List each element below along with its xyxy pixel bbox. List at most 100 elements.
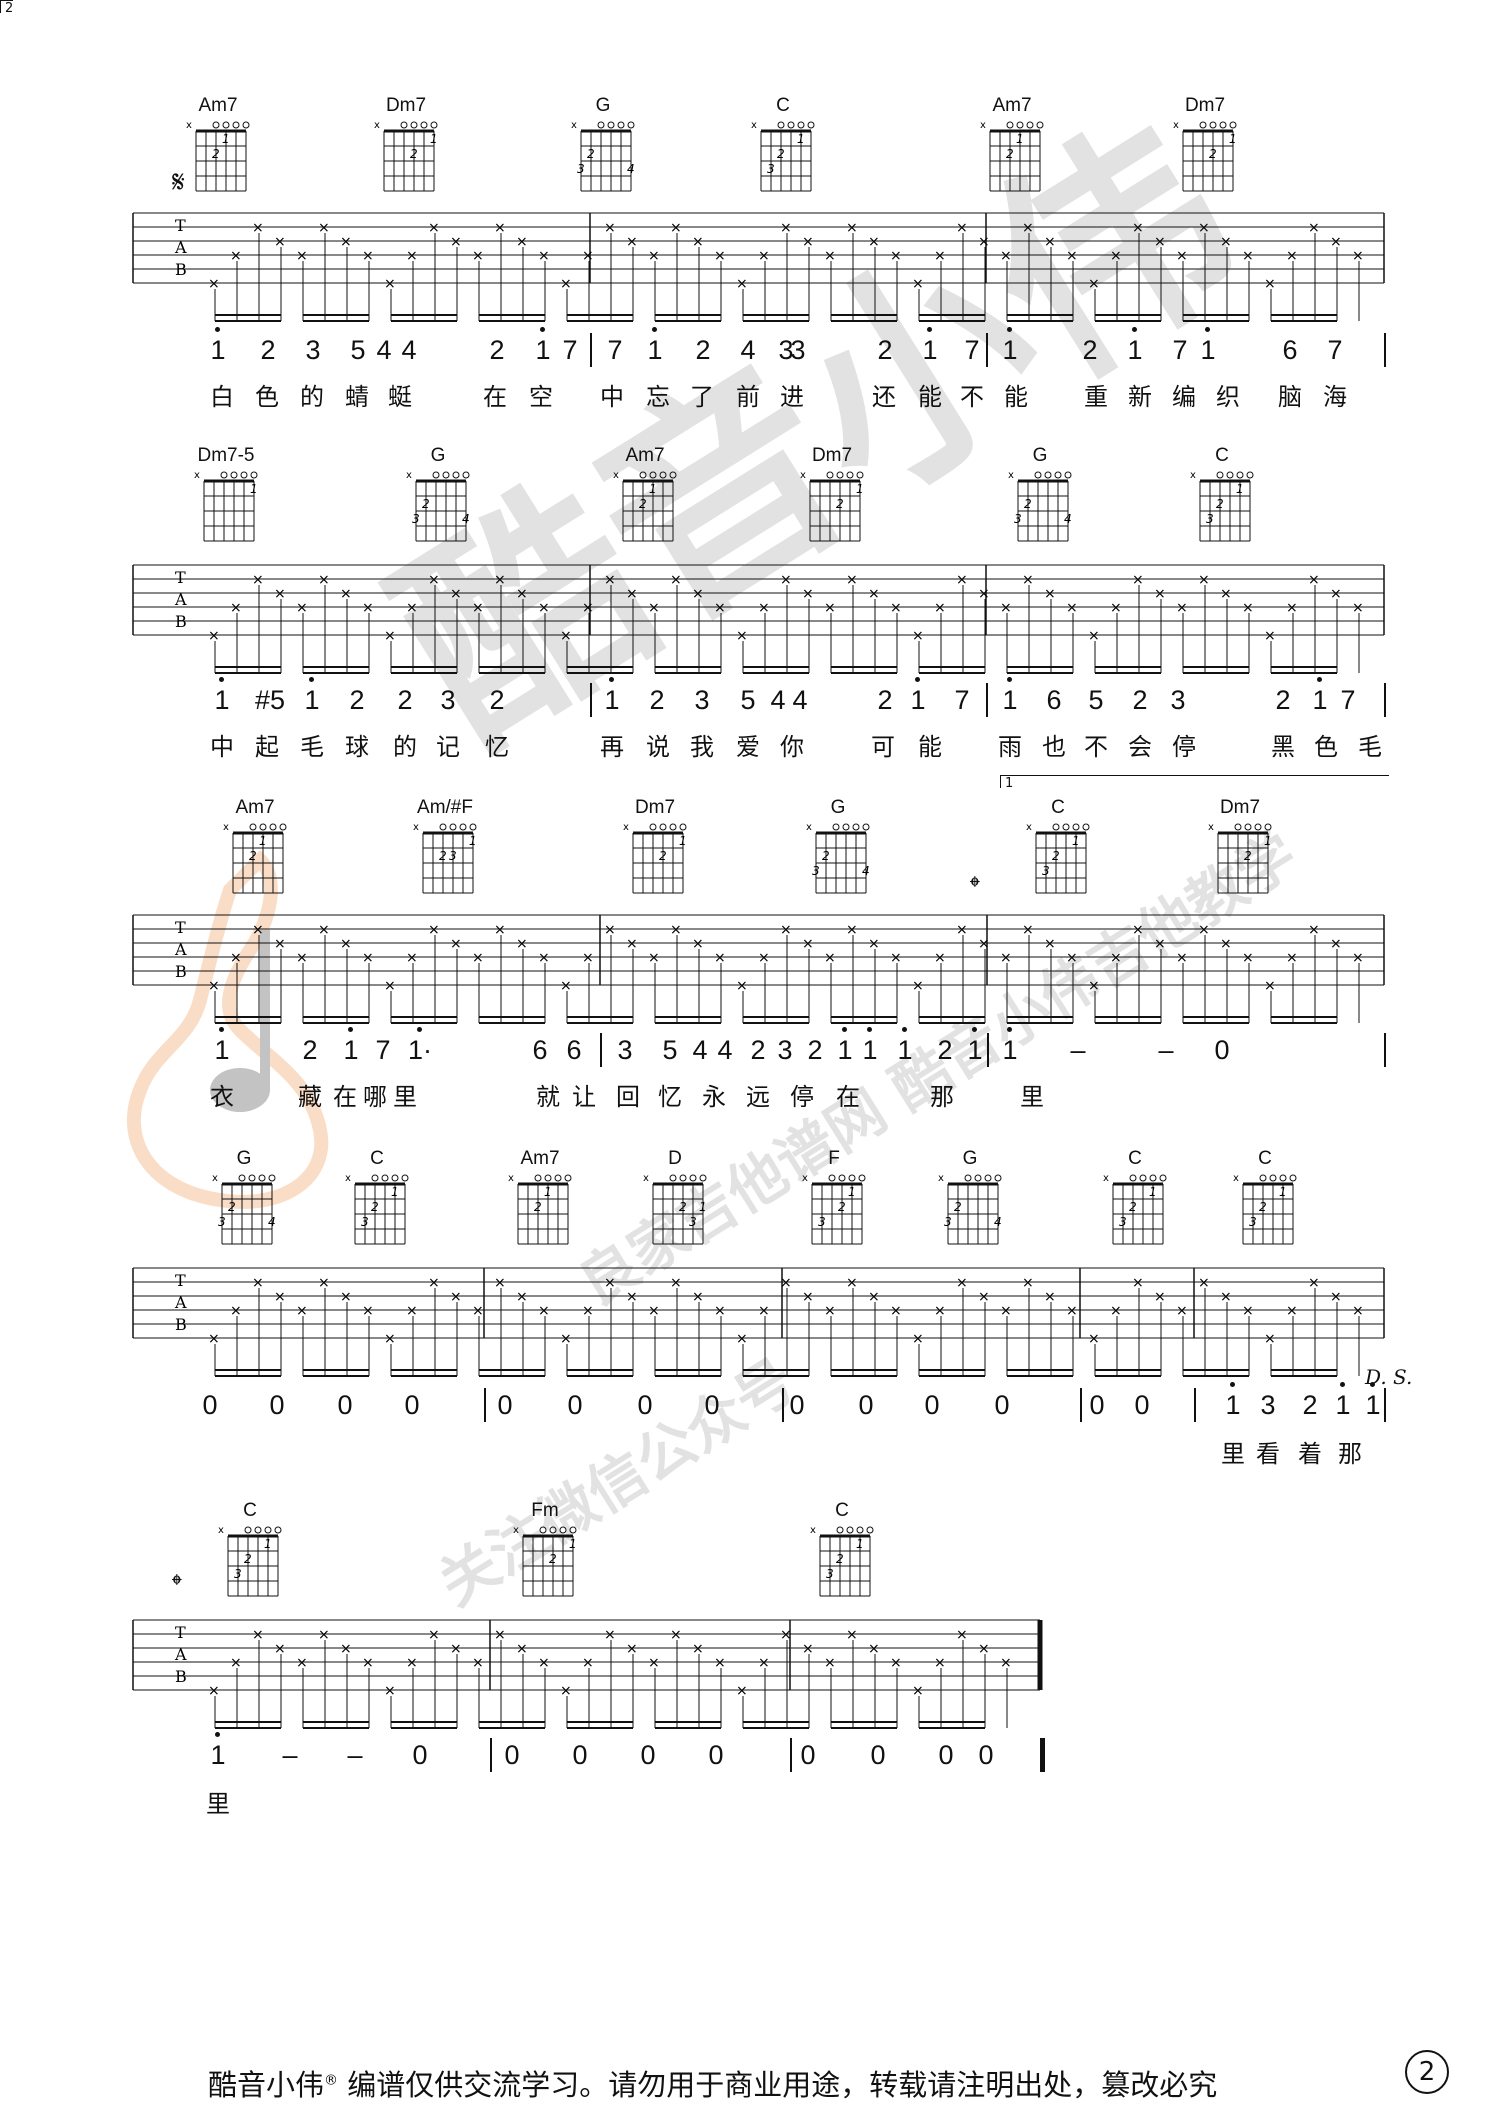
svg-text:×: × xyxy=(1352,1303,1364,1319)
lyric-char: 说 xyxy=(646,733,670,761)
svg-text:×: × xyxy=(1022,922,1034,938)
jianpu-note: 0 xyxy=(704,1390,720,1420)
tab-staff: TAB××××××××××××××××××××××××××××××××××××× xyxy=(132,1619,1043,1729)
jianpu-note: 7 xyxy=(1172,335,1188,365)
svg-text:x: x xyxy=(1190,470,1196,481)
svg-text:×: × xyxy=(252,1627,264,1643)
chord-name: Am7 xyxy=(625,445,665,466)
svg-text:2: 2 xyxy=(1209,147,1217,161)
svg-text:×: × xyxy=(428,220,440,236)
svg-text:×: × xyxy=(1066,950,1078,966)
svg-text:×: × xyxy=(582,600,594,616)
barline xyxy=(1384,1388,1386,1422)
volta-bracket: 1 xyxy=(1000,775,1389,791)
lyric-char: 里 xyxy=(206,1790,230,1818)
svg-text:×: × xyxy=(1132,220,1144,236)
svg-text:×: × xyxy=(692,234,704,250)
svg-text:2: 2 xyxy=(587,147,595,161)
svg-text:×: × xyxy=(1176,248,1188,264)
lyric-char: 里 xyxy=(393,1083,417,1111)
svg-text:×: × xyxy=(626,586,638,602)
svg-text:×: × xyxy=(1330,936,1342,952)
svg-text:×: × xyxy=(560,628,572,644)
lyric-char: 不 xyxy=(960,383,984,411)
svg-text:×: × xyxy=(230,950,242,966)
svg-text:×: × xyxy=(362,600,374,616)
svg-text:×: × xyxy=(230,1303,242,1319)
chord-name: Am/#F xyxy=(417,797,473,818)
barline xyxy=(1384,1033,1386,1067)
svg-text:2: 2 xyxy=(838,1200,846,1214)
svg-text:1: 1 xyxy=(699,1200,707,1214)
svg-text:3: 3 xyxy=(826,1567,834,1581)
svg-text:×: × xyxy=(604,1275,616,1291)
svg-text:x: x xyxy=(406,470,412,481)
svg-text:×: × xyxy=(978,1289,990,1305)
jianpu-note: 2 xyxy=(750,1035,766,1065)
chord-name: F xyxy=(828,1148,840,1169)
svg-text:x: x xyxy=(194,470,200,481)
chord-name: C xyxy=(1128,1148,1142,1169)
jianpu-note: 5 xyxy=(1088,685,1104,715)
jianpu-note: 2 xyxy=(260,335,276,365)
svg-text:×: × xyxy=(1330,1289,1342,1305)
svg-text:×: × xyxy=(824,1655,836,1671)
lyric-char: 中 xyxy=(600,383,624,411)
lyric-char: 记 xyxy=(436,733,460,761)
svg-text:2: 2 xyxy=(639,497,647,511)
svg-text:×: × xyxy=(582,1303,594,1319)
jianpu-note: 1 xyxy=(1196,327,1220,366)
lyric-char: 海 xyxy=(1323,383,1347,411)
lyric-char: 忆 xyxy=(485,733,509,761)
jianpu-note: 1 xyxy=(893,1027,917,1066)
chord-name: G xyxy=(595,95,611,116)
svg-text:×: × xyxy=(978,586,990,602)
svg-text:A: A xyxy=(174,1293,187,1312)
svg-text:×: × xyxy=(780,922,792,938)
jianpu-note: 0 xyxy=(202,1390,218,1420)
svg-text:×: × xyxy=(230,248,242,264)
svg-text:x: x xyxy=(800,470,806,481)
chord-name: C xyxy=(1258,1148,1272,1169)
lyric-char: 重 xyxy=(1084,383,1108,411)
svg-text:×: × xyxy=(494,1627,506,1643)
svg-text:×: × xyxy=(670,572,682,588)
svg-text:×: × xyxy=(362,1655,374,1671)
lyric-char: 就 xyxy=(536,1083,560,1111)
jianpu-note: 2 xyxy=(649,685,665,715)
svg-text:×: × xyxy=(362,950,374,966)
svg-text:×: × xyxy=(648,950,660,966)
svg-text:3: 3 xyxy=(577,162,585,176)
jianpu-note: 2 xyxy=(877,335,893,365)
svg-text:×: × xyxy=(582,1655,594,1671)
svg-text:3: 3 xyxy=(1042,864,1050,878)
svg-text:x: x xyxy=(751,120,757,131)
svg-text:×: × xyxy=(1286,1303,1298,1319)
coda-icon: 𝄌 xyxy=(172,1568,182,1601)
svg-text:×: × xyxy=(296,950,308,966)
svg-text:×: × xyxy=(648,1303,660,1319)
jianpu-note: 0 xyxy=(404,1390,420,1420)
lyric-char: 色 xyxy=(255,383,279,411)
svg-text:×: × xyxy=(714,248,726,264)
svg-text:×: × xyxy=(1308,572,1320,588)
svg-text:×: × xyxy=(1110,950,1122,966)
svg-text:1: 1 xyxy=(1264,834,1272,848)
svg-text:1: 1 xyxy=(1229,132,1237,146)
svg-text:×: × xyxy=(560,1331,572,1347)
tab-staff: TAB×××××××××××××××××××××××××××××××××××××… xyxy=(132,1267,1385,1377)
svg-text:T: T xyxy=(175,918,186,937)
lyric-char: 起 xyxy=(255,733,279,761)
svg-text:3: 3 xyxy=(218,1215,226,1229)
jianpu-note: 7 xyxy=(607,335,623,365)
svg-text:4: 4 xyxy=(627,162,635,176)
svg-text:×: × xyxy=(560,276,572,292)
svg-text:×: × xyxy=(626,234,638,250)
svg-text:x: x xyxy=(1208,822,1214,833)
svg-text:x: x xyxy=(1233,1173,1239,1184)
svg-text:1: 1 xyxy=(856,482,864,496)
svg-text:x: x xyxy=(1103,1173,1109,1184)
chord-name: Dm7 xyxy=(634,797,676,818)
